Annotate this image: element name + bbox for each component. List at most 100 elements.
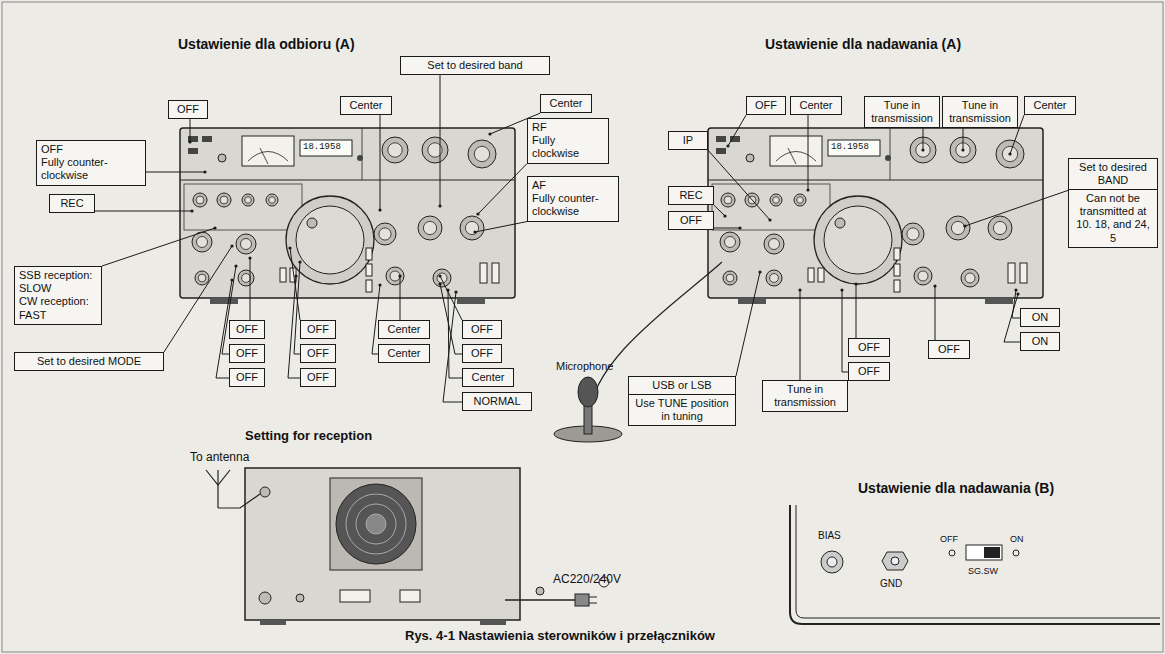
fan-hub: [366, 514, 386, 534]
callout-box: Center: [378, 344, 430, 363]
callout-box: Center: [790, 96, 842, 115]
figure-caption: Rys. 4-1 Nastawienia sterowników i przeł…: [405, 628, 715, 644]
callout-text: ON: [1025, 335, 1055, 348]
callout-text: OFF: [173, 103, 203, 116]
toggle-switch: [894, 280, 900, 292]
antenna-cable: [218, 494, 260, 508]
leader-dot: [203, 170, 206, 173]
knob-cap: [725, 237, 736, 248]
knob: [902, 223, 924, 245]
leader-line: [288, 276, 300, 378]
callout-box: Tune in transmission: [762, 380, 848, 412]
sub-panel: [184, 184, 302, 230]
lamp: [885, 155, 891, 161]
knob-cap: [965, 273, 975, 283]
leader-line: [856, 284, 857, 338]
knob: [433, 269, 451, 287]
knob-cap: [198, 274, 206, 282]
callout-text: Center: [1029, 99, 1071, 112]
panel-edge: [790, 505, 1160, 624]
antenna-symbol: [217, 470, 218, 508]
leader-dot: [798, 288, 801, 291]
callout-text: Center: [383, 347, 425, 360]
knob-cap: [197, 237, 208, 248]
toggle-switch: [818, 268, 824, 282]
callout-box: OFF: [848, 338, 890, 357]
toggle-switch: [366, 280, 372, 292]
callout-box: ON: [1020, 332, 1060, 351]
knob-cap: [241, 239, 252, 250]
leader-line: [440, 75, 441, 206]
button: [716, 148, 726, 154]
callout-text: USB or LSB: [633, 379, 731, 392]
lamp: [218, 154, 226, 162]
toggle-switch: [1008, 263, 1015, 283]
leader-line: [714, 228, 740, 229]
bias-control: [821, 551, 843, 573]
leader-dot: [723, 214, 726, 217]
callout-box: OFF: [229, 344, 265, 363]
callout-text: OFF: [305, 323, 331, 336]
frequency-display: [828, 140, 880, 156]
fan-grille: [346, 494, 406, 554]
knob-cap: [245, 197, 252, 204]
callout-text: CW reception: FAST: [19, 295, 97, 321]
antenna-jack: [260, 487, 270, 497]
leader-dot: [840, 288, 843, 291]
leader-dot: [288, 246, 291, 249]
knob: [723, 271, 737, 285]
main-dial-knob: [296, 206, 364, 274]
callout-text: OFF: [234, 371, 260, 384]
section-heading: Ustawienie dla nadawania (B): [858, 480, 1054, 497]
callout-box: Center: [340, 96, 392, 115]
leader-line: [923, 128, 924, 150]
display-readout: 18.1958: [831, 142, 869, 153]
leader-dot: [488, 132, 491, 135]
toggle-switch: [808, 268, 814, 282]
leader-dot: [230, 244, 233, 247]
callout-box: OFF: [229, 320, 265, 339]
leader-dot: [473, 230, 476, 233]
power-plug: [575, 594, 589, 606]
callout-text: OFF: [467, 323, 497, 336]
callout-box: AFFully counter-clockwise: [527, 176, 619, 222]
callout-box: Tune in transmission: [942, 96, 1018, 128]
knob-cap: [770, 274, 779, 283]
leader-dot: [476, 212, 479, 215]
connector: [340, 590, 370, 602]
knob: [193, 193, 207, 207]
leader-line: [728, 115, 746, 146]
leader-dot: [294, 274, 297, 277]
foot: [457, 298, 485, 304]
callout-text: Center: [795, 99, 837, 112]
connector: [400, 590, 420, 602]
callout-text: AF: [532, 179, 614, 192]
section-heading: Setting for reception: [245, 428, 372, 444]
transceiver-case: [180, 128, 515, 298]
plug-pin: [589, 603, 597, 604]
callout-text: Set to desired MODE: [19, 355, 159, 368]
switch-mark: [949, 550, 955, 556]
leader-dot: [234, 264, 237, 267]
part-label: SG.SW: [968, 566, 998, 577]
leader-line: [222, 266, 236, 354]
callout-text: OFF: [234, 347, 260, 360]
callout-box: OFF: [668, 211, 714, 230]
knob: [770, 194, 782, 206]
callout-text: OFF: [305, 347, 331, 360]
callout-box: Set to desired MODE: [14, 352, 164, 371]
knob: [195, 271, 209, 285]
finger-dimple: [835, 218, 845, 228]
callout-box: USB or LSB: [628, 376, 736, 395]
leader-dot: [963, 224, 966, 227]
knob: [996, 140, 1024, 168]
power-cord: [505, 599, 575, 601]
callout-box: REC: [668, 186, 714, 205]
knob: [266, 194, 278, 206]
callout-box: OFF: [300, 368, 336, 387]
leader-line: [1004, 294, 1020, 342]
leader-dot: [438, 204, 441, 207]
knob-cap: [269, 197, 276, 204]
callout-text: OFF: [41, 143, 141, 156]
